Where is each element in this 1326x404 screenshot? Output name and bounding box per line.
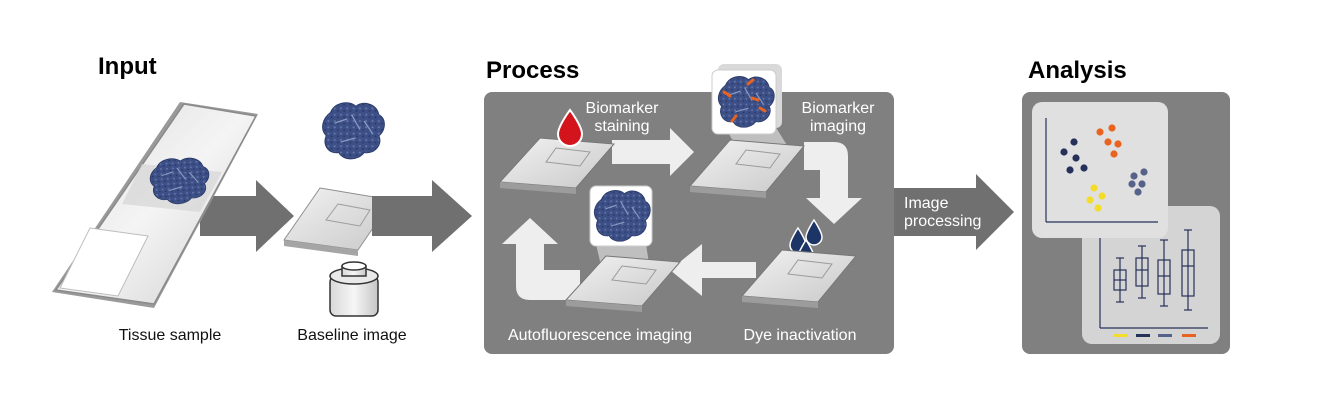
input-title: Input [98, 53, 157, 80]
slide-icon [564, 255, 682, 312]
blood-drop-icon [556, 108, 584, 147]
cycle-arrow-right [612, 128, 694, 176]
tissue-icon [322, 102, 385, 160]
staining-label-line1: Biomarker [586, 100, 660, 117]
cycle-arrow-up [502, 218, 580, 300]
staining-label-line2: staining [594, 118, 649, 135]
arrow-baseline-to-process [372, 180, 472, 252]
cycle-arrow-left [670, 244, 756, 296]
slide-icon [283, 187, 393, 256]
image-processing-line2: processing [904, 213, 981, 230]
cycle-arrow-down [804, 142, 862, 224]
stained-tissue-tile [711, 64, 782, 135]
slide-icon [52, 102, 258, 308]
scatter-plot-icon [1032, 102, 1168, 238]
baseline-image-label: Baseline image [297, 327, 407, 344]
box-plot-icon [1082, 206, 1220, 344]
microscope-objective-icon [329, 261, 379, 317]
autofluorescence-label: Autofluorescence imaging [508, 327, 692, 344]
slide-icon [688, 139, 805, 198]
imaging-label-line2: imaging [810, 118, 866, 135]
slide-icon [740, 249, 857, 308]
tissue-sample-label: Tissue sample [119, 327, 222, 344]
slide-icon [498, 137, 616, 194]
analysis-title: Analysis [1028, 57, 1127, 84]
arrow-image-processing [894, 174, 1014, 250]
dye-inactivation-label: Dye inactivation [744, 327, 857, 344]
process-title: Process [486, 57, 579, 84]
tissue-tile [589, 185, 653, 247]
image-processing-line1: Image [904, 195, 949, 212]
imaging-label-line1: Biomarker [802, 100, 876, 117]
arrow-input-to-baseline [200, 180, 294, 252]
